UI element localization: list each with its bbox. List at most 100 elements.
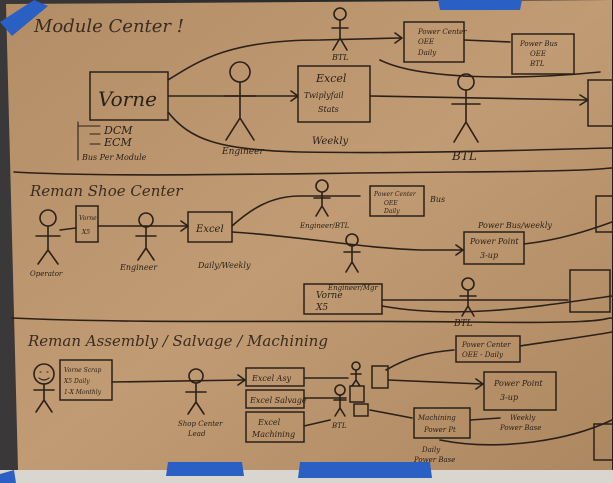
reman-assembly-weekly-line1: Weekly [510,414,536,422]
reman-assembly-lead-line1: Shop Center [178,420,223,428]
module-power-bus-line3: BTL [529,60,545,68]
module-arrow-bottom [167,111,613,154]
tape-top-left [0,0,48,36]
reman-assembly-first-line1: Vorne Scrap [64,367,102,374]
reman-bus-label: Bus [429,195,445,204]
reman-vorne-x5-line2: X5 [81,229,90,236]
module-power-bus-line1: Power Bus [519,40,558,48]
reman-vorne-x5-box [75,205,99,243]
reman-assembly-lead-line2: Lead [187,430,206,438]
reman-assembly-btl-label: BTL [331,422,347,430]
module-arrow-excel-right [369,95,587,101]
paper-sheet [6,0,612,474]
tape-bottom [298,462,432,478]
reman-assembly-power-center-line1: Power Center [461,341,511,349]
reman-excel-machining-line1: Excel [257,418,281,427]
module-dcm-bracket [77,121,101,161]
reman-assembly-first-box [59,359,113,401]
reman-assembly-small-figure-1 [350,361,362,387]
reman-assembly-daily-line2: Power Base [413,456,455,464]
arrow-head [394,32,403,44]
tape-corner-bl [0,470,16,483]
module-center-title: Module Center ! [33,16,184,37]
reman-vorne-x5-bottom-line2: X5 [315,303,328,313]
reman-assembly-right-partial-box [593,423,613,461]
module-power-center-line2: OEE [418,38,434,46]
reman-engineer-btl-label: Engineer/BTL [299,222,350,230]
reman-engineer-figure [135,212,157,261]
reman-excel-machining-line2: Machining [251,430,295,439]
reman-engineer-label: Engineer [119,263,158,272]
reman-daily-weekly-label: Daily/Weekly [197,261,251,270]
module-dcm-label: DCM [103,124,133,137]
reman-assembly-small-box-3 [371,365,389,389]
module-right-partial-box [587,79,613,127]
reman-power-bus-weekly: Power Bus/weekly [477,221,552,230]
reman-assembly-lead-figure [185,368,207,415]
reman-flow-right [523,221,613,245]
reman-assembly-power-point-box [483,371,557,411]
reman-assembly-flow-to-power-center [385,349,455,371]
reman-power-point-line1: Power Point [469,237,519,246]
module-vorne-label: Vorne [98,87,157,111]
module-power-bus-box [511,33,575,75]
reman-assembly-small-box-1 [349,385,365,403]
reman-excel-salvage-box [245,389,305,409]
reman-assembly-weekly-line2: Power Base [499,424,541,432]
reman-assembly-machining-line1: Machining [417,414,456,422]
arrow-head [237,374,246,386]
module-power-center-box [403,21,465,63]
reman-assembly-flow-machining-right [469,417,501,421]
reman-right-box-2 [569,269,611,313]
reman-flow-vorne-arc [381,295,613,313]
reman-assembly-btl-figure [333,384,347,417]
reman-excel-salvage-label: Excel Salvage [249,396,307,405]
reman-assembly-power-point-line1: Power Point [493,379,543,388]
reman-btl-figure [459,277,477,317]
module-engineer-label: Engineer [221,147,264,157]
reman-btl-label: BTL [453,319,473,329]
reman-assembly-flow-bottom-arc [439,419,613,446]
reman-right-partial-box [595,195,613,233]
reman-excel-label: Excel [195,224,224,235]
reman-vorne-x5-bottom-line1: Vorne [316,291,343,301]
reman-assembly-small-box-2 [353,403,369,417]
reman-assembly-flow-left [111,379,245,383]
reman-excel-asy-box [245,367,305,387]
module-weekly-label: Weekly [312,136,349,147]
arrow-head [455,244,464,256]
reman-assembly-flow-to-machining [369,409,413,419]
reman-flow-to-power-point [231,231,463,251]
reman-assembly-daily-line1: Daily [421,446,441,454]
reman-assembly-first-line2: X5 Daily [63,378,90,385]
reman-assembly-title: Reman Assembly / Salvage / Machining [27,332,328,350]
arrow-head [475,378,484,390]
reman-assembly-first-line3: 1-X Monthly [64,389,102,396]
reman-power-point-box [463,231,525,265]
tape-bottom-left [166,462,244,476]
module-ecm-label: ECM [103,136,132,149]
module-excel-line3: Stats [318,105,339,114]
reman-assembly-power-center-line2: OEE - Daily [462,351,504,359]
reman-excel-asy-label: Excel Asy [251,374,292,383]
module-power-center-line1: Power Center [417,28,467,36]
reman-operator-figure [35,209,61,265]
module-excel-line1: Excel [315,72,347,85]
reman-assembly-machining-line2: Power Pt [423,426,456,434]
reman-power-center-line2: OEE [384,200,398,207]
reman-power-center-box [369,185,425,217]
module-arrow-power-to-bus [463,39,511,43]
reman-assembly-excel-flows [303,377,349,427]
reman-engineer-mgr-figure [343,233,361,273]
module-excel-line2: Twiplyfail [304,91,344,100]
reman-assembly-flow-right-top [519,331,613,347]
reman-assembly-operator-figure [33,363,55,413]
reman-assembly-flow-to-power-point [387,379,483,385]
module-btl-mid-figure [451,73,481,143]
reman-shoe-title: Reman Shoe Center [29,182,183,200]
module-arrow-to-power [167,37,401,81]
reman-vorne-x5-line1: Vorne [79,215,97,222]
module-btl-mid-label: BTL [451,149,477,163]
module-power-bus-line2: OEE [530,50,546,58]
